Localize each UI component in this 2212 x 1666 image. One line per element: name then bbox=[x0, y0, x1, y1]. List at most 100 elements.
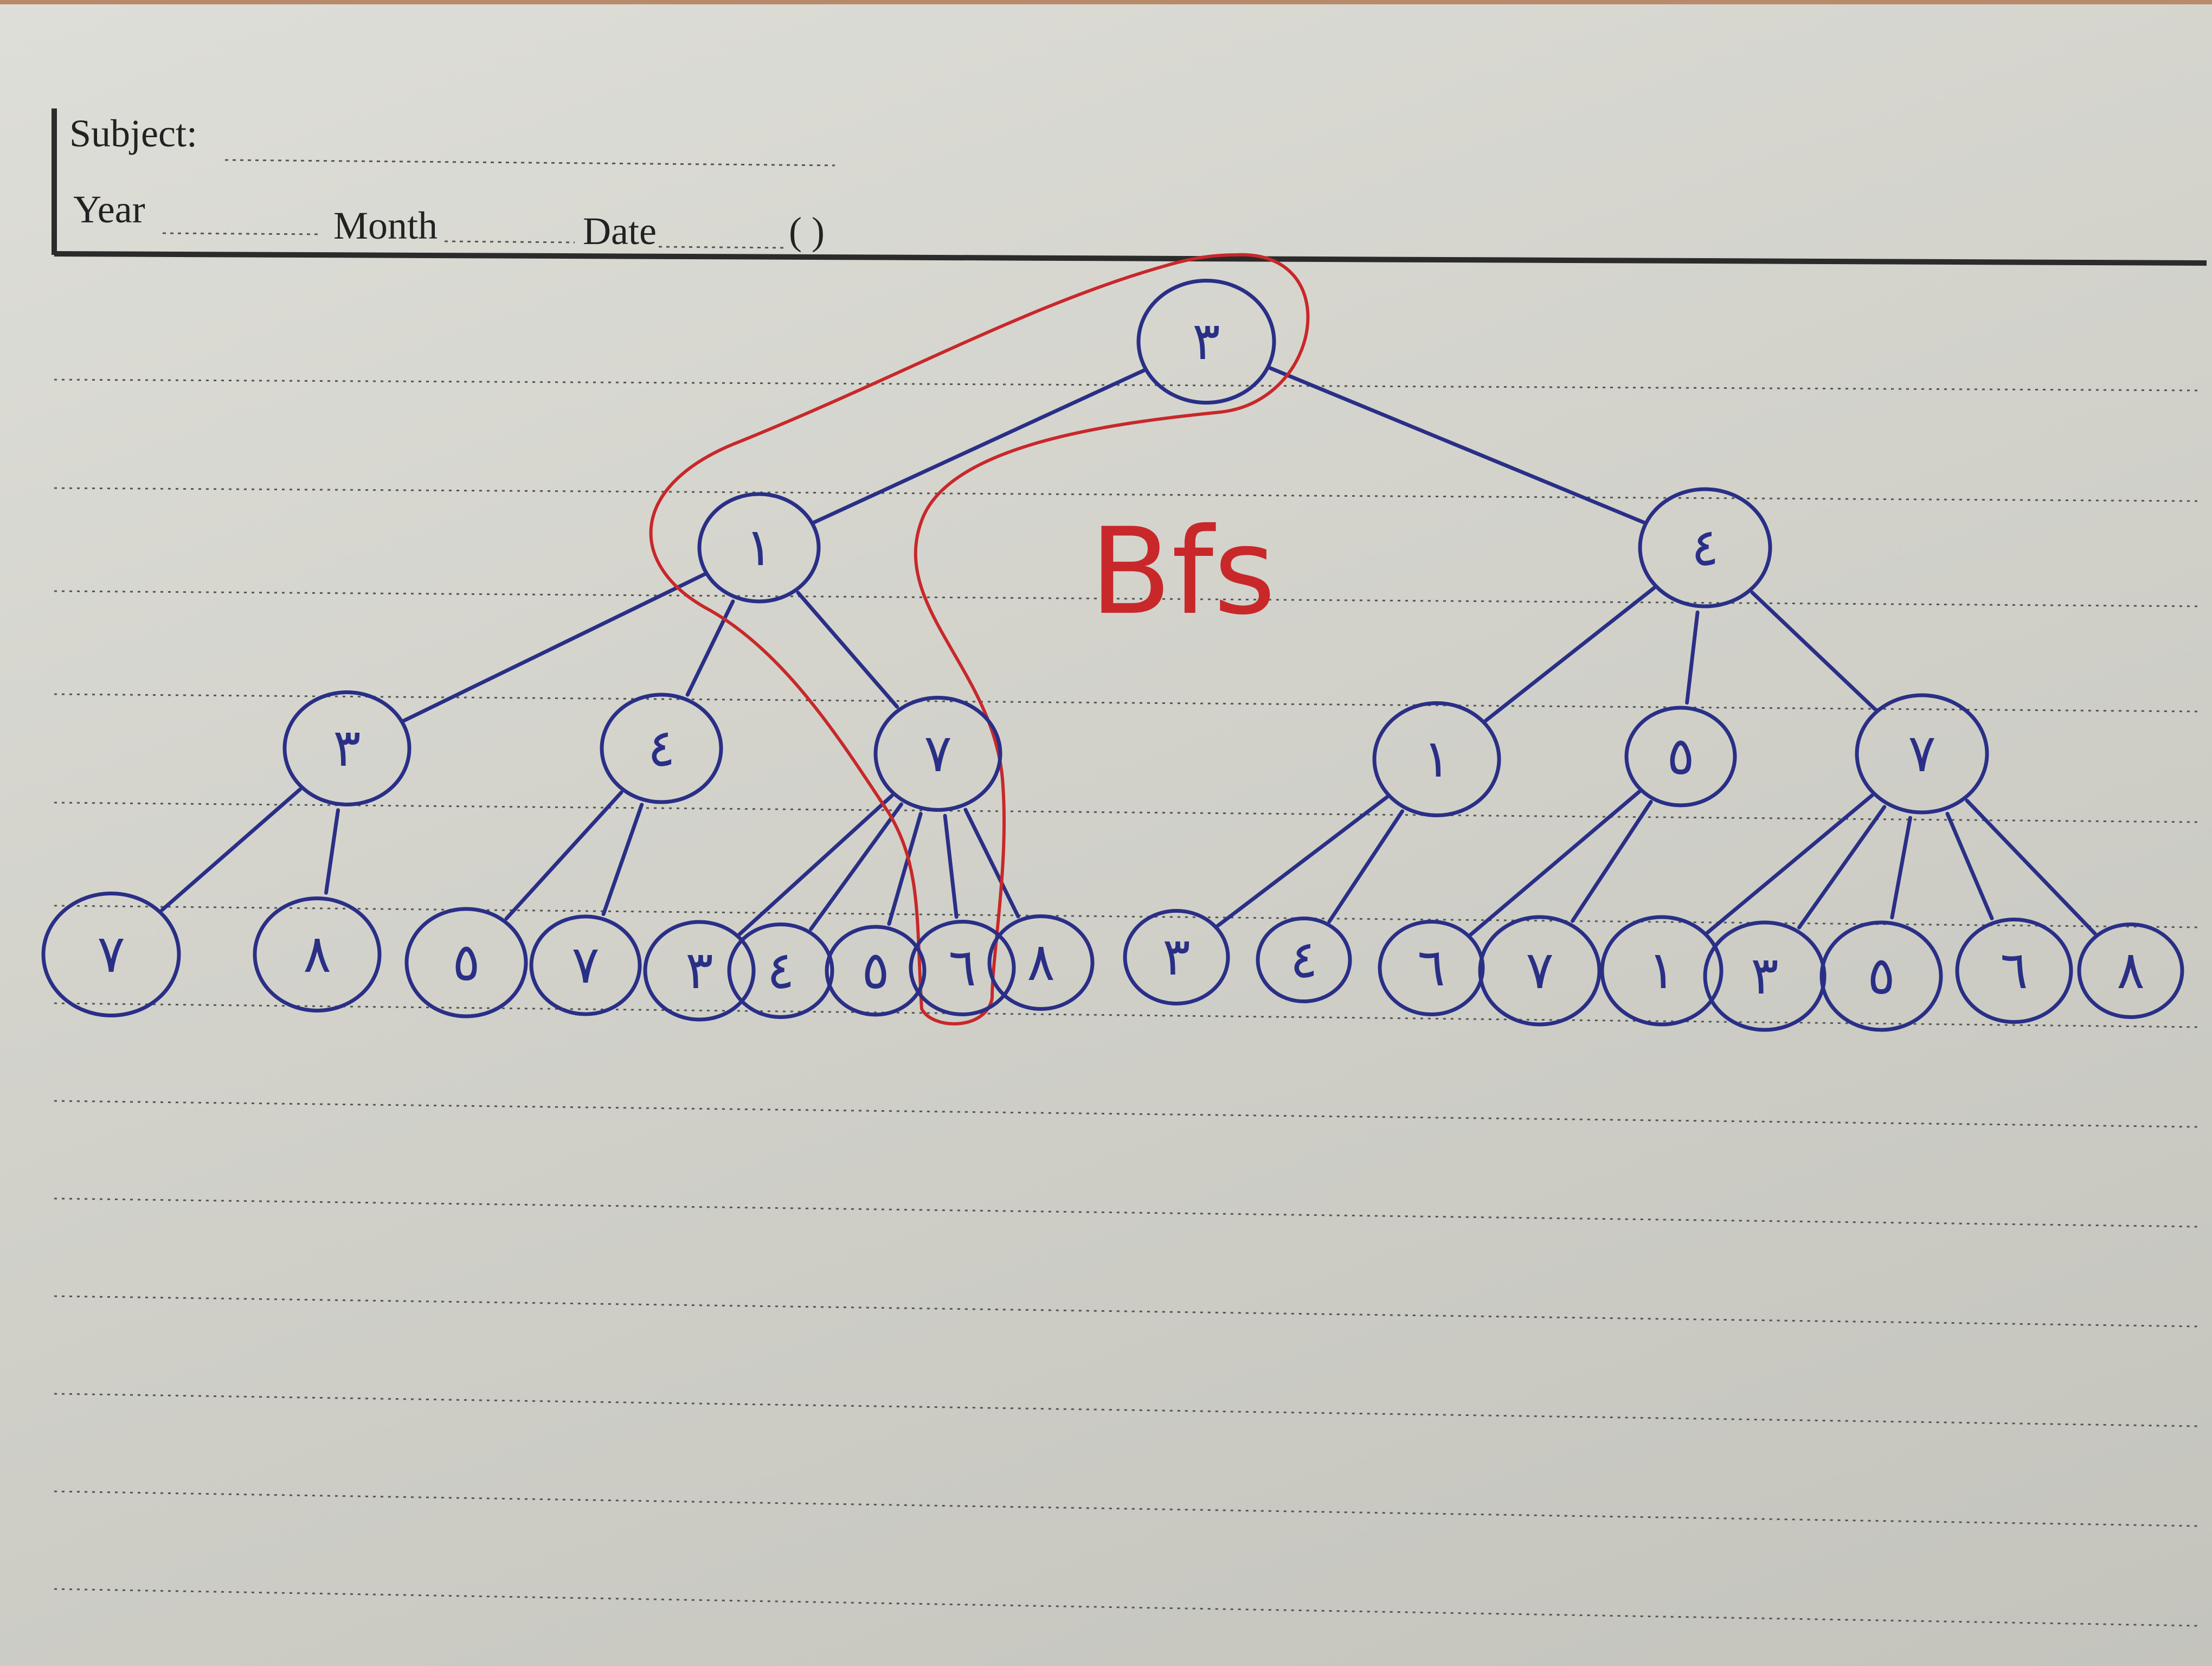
tree-node-n2c: ٧ bbox=[1855, 693, 1989, 815]
node-label: ١ bbox=[1423, 728, 1451, 789]
node-circle bbox=[1378, 920, 1485, 1016]
node-circle bbox=[2077, 922, 2184, 1019]
node-label: ٣ bbox=[1751, 945, 1779, 1006]
node-circle bbox=[1855, 693, 1989, 815]
tree-node-l18: ٨ bbox=[2077, 922, 2184, 1019]
tree-edge-n2-n2b bbox=[1685, 610, 1700, 705]
node-label: ٥ bbox=[452, 932, 480, 992]
node-circle bbox=[1703, 920, 1827, 1032]
node-label: ٥ bbox=[1867, 945, 1895, 1006]
node-circle bbox=[873, 696, 1002, 812]
tree-edge-n1b-l4 bbox=[601, 803, 644, 917]
ruled-line bbox=[54, 590, 2202, 607]
node-label: ٥ bbox=[1667, 726, 1695, 786]
node-label: ٣ bbox=[333, 717, 361, 778]
tree-node-l3: ٥ bbox=[404, 907, 528, 1018]
tree-edge-n2-n2c bbox=[1750, 591, 1877, 711]
ruled-line bbox=[54, 693, 2202, 713]
tree-edge-n2b-l12 bbox=[1468, 790, 1642, 937]
node-circle bbox=[1600, 915, 1724, 1027]
node-label: ٧ bbox=[571, 934, 600, 995]
tree-edge-n1a-l1 bbox=[160, 787, 302, 912]
tree-edge-n2c-l16 bbox=[1890, 816, 1912, 920]
tree-edge-n2c-l18 bbox=[1965, 798, 2097, 936]
tree-node-l8: ٦ bbox=[909, 920, 1016, 1016]
node-label: ٦ bbox=[948, 937, 976, 998]
tree-node-l13: ٧ bbox=[1478, 915, 1602, 1027]
node-circle bbox=[404, 907, 528, 1018]
node-circle bbox=[529, 914, 642, 1016]
tree-node-l1: ٧ bbox=[41, 892, 181, 1017]
node-label: ٥ bbox=[861, 940, 890, 1001]
tree-edge-n1c-l8 bbox=[943, 813, 959, 919]
tree-node-l10: ٣ bbox=[1123, 909, 1230, 1005]
tree-edge-n2c-l14 bbox=[1706, 793, 1874, 935]
node-label: ٤ bbox=[647, 717, 676, 778]
node-circle bbox=[987, 914, 1095, 1011]
tree-edge-n2c-l17 bbox=[1945, 811, 1994, 920]
date-label: Date bbox=[583, 209, 657, 253]
tree-node-l12: ٦ bbox=[1378, 920, 1485, 1016]
tree-node-l16: ٥ bbox=[1819, 920, 1943, 1032]
node-circle bbox=[909, 920, 1016, 1016]
node-circle bbox=[253, 896, 382, 1013]
node-label: ٧ bbox=[1908, 723, 1936, 784]
date-parentheses: ( ) bbox=[789, 209, 825, 253]
tree-node-n1a: ٣ bbox=[282, 690, 411, 806]
tree-node-l17: ٦ bbox=[1955, 918, 2073, 1024]
tree-node-l2: ٨ bbox=[253, 896, 382, 1013]
tree-edge-n2a-l10 bbox=[1216, 795, 1389, 928]
tree-node-n2: ٤ bbox=[1638, 487, 1772, 608]
ruled-line bbox=[54, 1393, 2202, 1427]
ruled-line bbox=[54, 1588, 2202, 1627]
ruled-line bbox=[54, 802, 2202, 823]
tree-edge-n1c-l7 bbox=[887, 812, 923, 926]
node-circle bbox=[1638, 487, 1772, 608]
node-label: ١ bbox=[745, 517, 773, 578]
node-circle bbox=[1819, 920, 1943, 1032]
node-label: ٨ bbox=[2117, 940, 2145, 1001]
node-circle bbox=[643, 920, 756, 1022]
bfs-annotation: Bfs bbox=[1090, 502, 1276, 641]
tree-node-l14: ١ bbox=[1600, 915, 1724, 1027]
tree-node-root: ٣ bbox=[1136, 279, 1276, 405]
tree-edge-n2-n2a bbox=[1483, 586, 1656, 723]
ruled-line bbox=[54, 1002, 2202, 1028]
tree-edge-root-n1 bbox=[811, 368, 1147, 525]
tree-node-l5: ٣ bbox=[643, 920, 756, 1022]
node-circle bbox=[1955, 918, 2073, 1024]
tree-edge-n1-n1c bbox=[796, 591, 899, 709]
tree-node-l11: ٤ bbox=[1256, 917, 1352, 1003]
tree-node-l7: ٥ bbox=[825, 925, 927, 1017]
node-circle bbox=[1123, 909, 1230, 1005]
node-circle bbox=[1478, 915, 1602, 1027]
tree-edge-n1c-l5 bbox=[737, 793, 894, 937]
ruled-line bbox=[54, 379, 2202, 392]
tree-node-n2b: ٥ bbox=[1624, 706, 1737, 808]
ruled-line bbox=[54, 487, 2202, 502]
tree-node-l6: ٤ bbox=[727, 922, 834, 1019]
tree-edge-n1b-l3 bbox=[504, 790, 623, 921]
tree-node-n1b: ٤ bbox=[600, 693, 723, 804]
tree-edge-n1a-l2 bbox=[324, 808, 340, 895]
year-label: Year bbox=[73, 188, 145, 231]
node-label: ٨ bbox=[303, 924, 331, 984]
ruled-line bbox=[54, 1197, 2202, 1228]
node-circle bbox=[282, 690, 411, 806]
tree-node-l9: ٨ bbox=[987, 914, 1095, 1011]
tree-node-n1c: ٧ bbox=[873, 696, 1002, 812]
ruled-line bbox=[54, 1490, 2202, 1527]
node-label: ٦ bbox=[2000, 940, 2028, 1001]
node-circle bbox=[1256, 917, 1352, 1003]
subject-label: Subject: bbox=[69, 112, 197, 155]
tree-node-n1: ١ bbox=[697, 492, 821, 604]
node-circle bbox=[41, 892, 181, 1017]
node-label: ٦ bbox=[1417, 937, 1445, 998]
node-circle bbox=[825, 925, 927, 1017]
tree-edge-n2a-l11 bbox=[1327, 809, 1405, 924]
bfs-highlight-outline bbox=[649, 253, 1310, 1026]
tree-edge-n1c-l9 bbox=[963, 808, 1020, 919]
node-label: ٤ bbox=[1691, 517, 1719, 578]
